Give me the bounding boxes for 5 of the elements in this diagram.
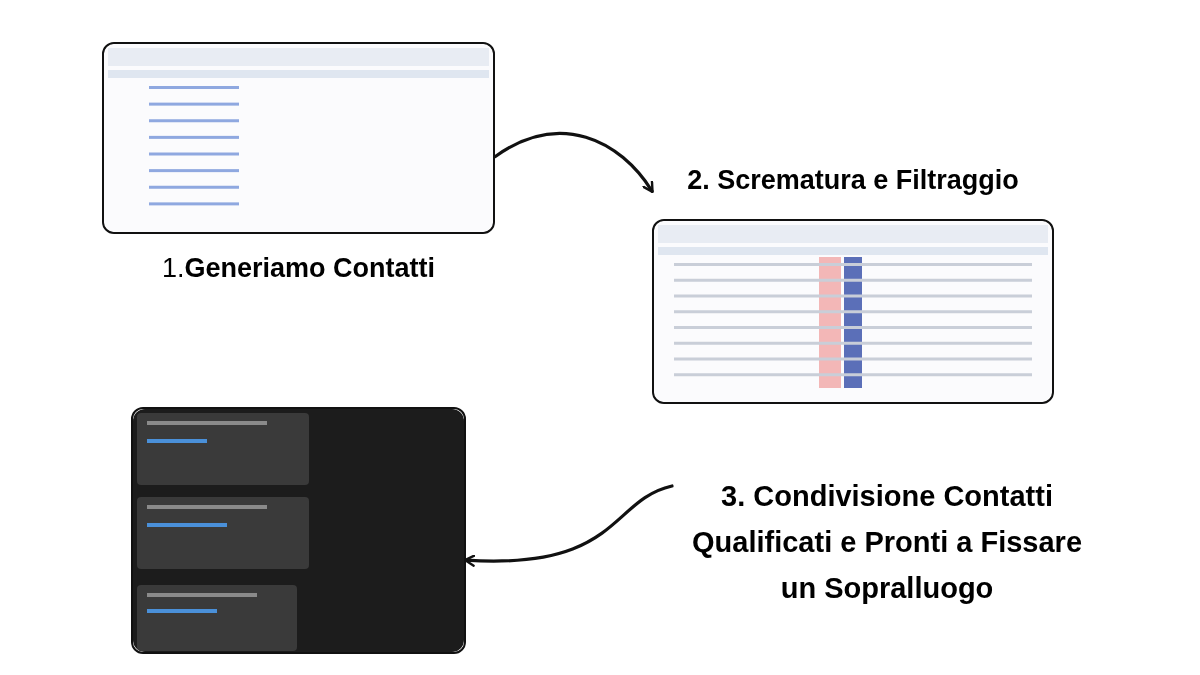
step-caption: 3. Condivisione Contatti Qualificati e Pronti a Fissare un Sopralluogo <box>691 479 1083 606</box>
curved-arrow <box>463 484 674 567</box>
curved-arrow <box>493 131 654 194</box>
step-caption: 1.Generiamo Contatti <box>161 252 436 285</box>
step-caption: 2. Scrematura e Filtraggio <box>687 164 1019 197</box>
